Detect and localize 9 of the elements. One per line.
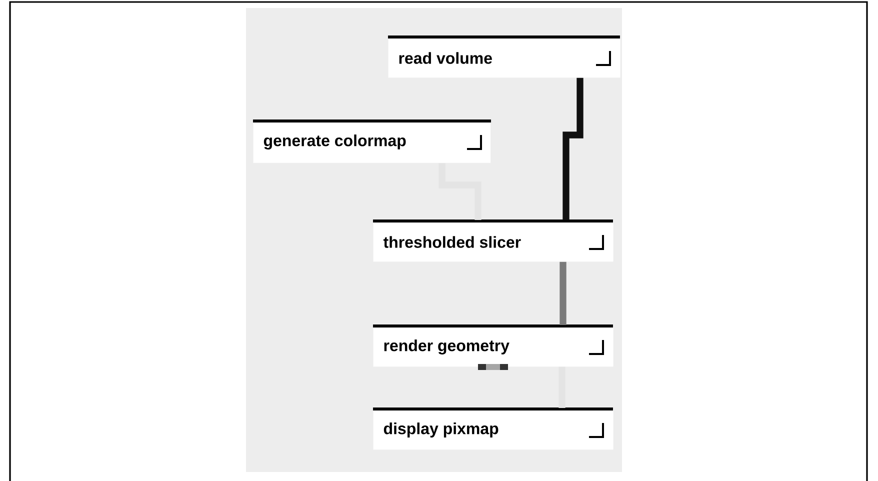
module-box: generate colormap: [253, 120, 491, 163]
connection-pipe: [438, 163, 482, 220]
module-box: read volume: [388, 36, 620, 78]
connection-pipe: [562, 78, 584, 220]
module-box: thresholded slicer: [373, 220, 614, 262]
module-box: render geometry: [373, 324, 614, 367]
connection-pipe: [558, 366, 566, 408]
connection-pipe: [560, 262, 566, 325]
module-box: display pixmap: [373, 408, 614, 450]
